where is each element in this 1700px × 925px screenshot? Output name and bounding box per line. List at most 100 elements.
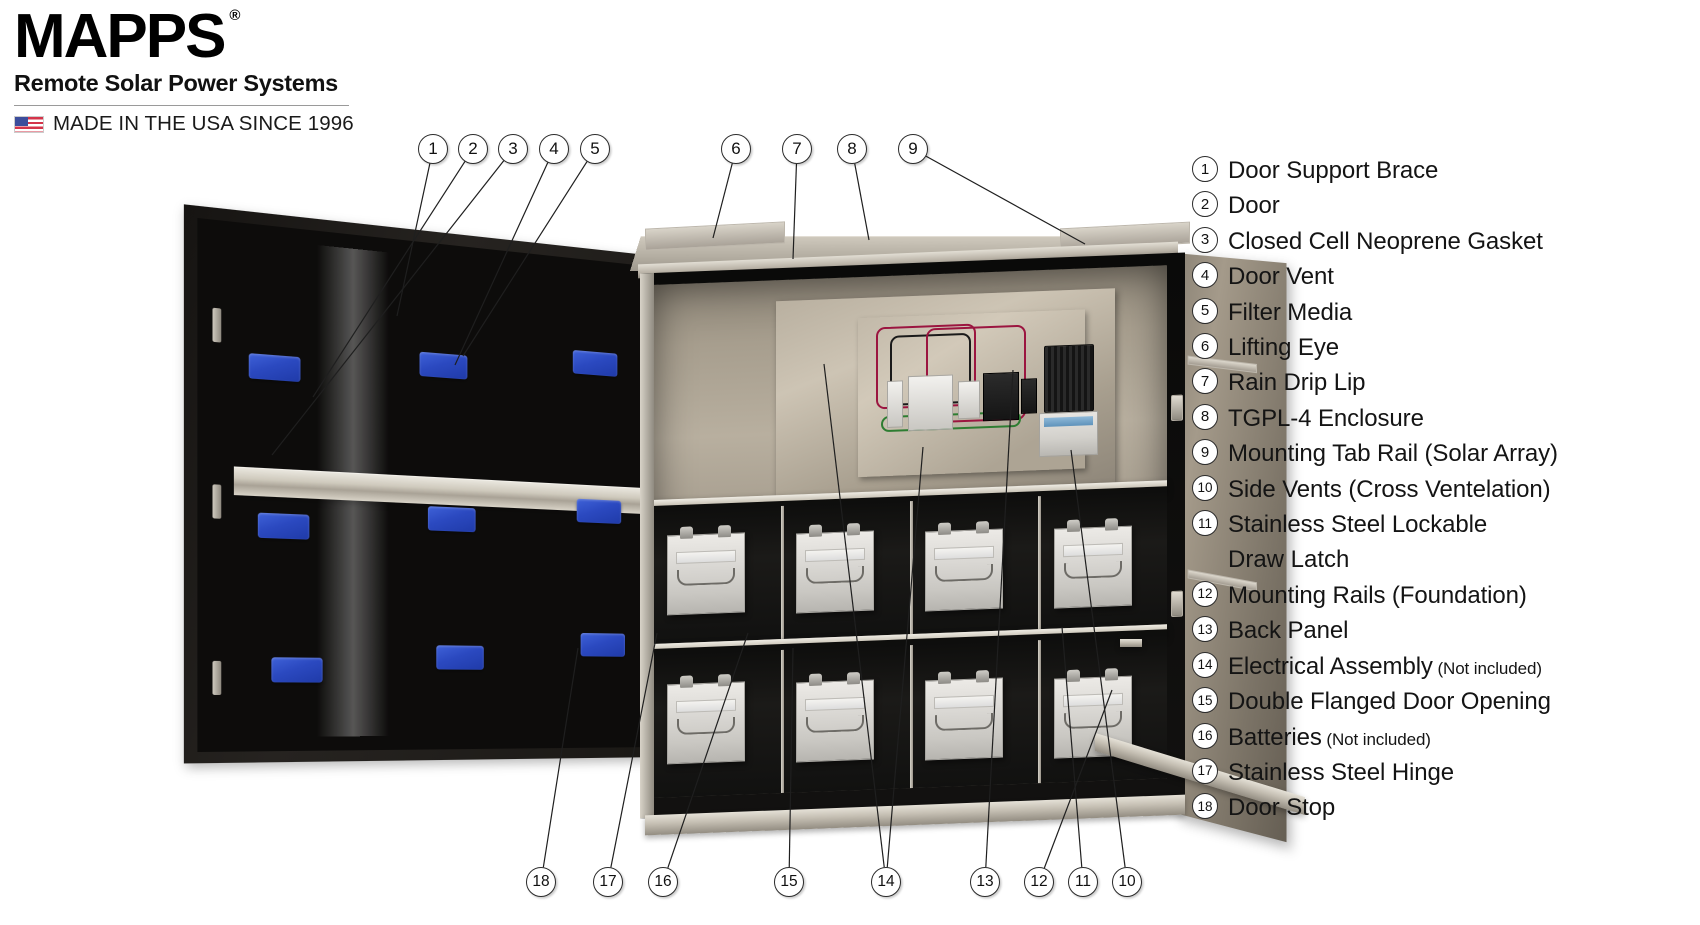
brand-name: MAPPS bbox=[14, 2, 226, 71]
legend-item-label: Door Stop bbox=[1228, 792, 1335, 824]
battery-divider bbox=[780, 506, 784, 640]
battery-terminal bbox=[680, 526, 694, 539]
legend-label-text: Closed Cell Neoprene Gasket bbox=[1228, 227, 1543, 255]
stainless-steel-hinge bbox=[212, 484, 222, 519]
callout-badge-13: 13 bbox=[970, 867, 1000, 897]
callout-badge-3: 3 bbox=[498, 134, 528, 164]
legend-item-label: Door Vent bbox=[1228, 261, 1334, 293]
battery-handle bbox=[1063, 561, 1122, 580]
legend-label-note: (Not included) bbox=[1321, 729, 1431, 749]
battery-label bbox=[805, 696, 866, 712]
battery-label bbox=[676, 549, 737, 565]
legend-item-label: Mounting Tab Rail (Solar Array) bbox=[1228, 438, 1558, 470]
legend-label-text: Filter Media bbox=[1228, 298, 1353, 326]
logo-divider bbox=[14, 105, 349, 106]
legend-item-label: Back Panel bbox=[1228, 615, 1349, 647]
battery-terminal bbox=[809, 524, 823, 537]
legend-item-label: Door Support Brace bbox=[1228, 155, 1438, 187]
legend-label-text: Door bbox=[1228, 192, 1280, 220]
legend-label-text: Mounting Rails (Foundation) bbox=[1228, 581, 1527, 609]
legend-item-label: Door bbox=[1228, 190, 1280, 222]
callout-badge-8: 8 bbox=[837, 134, 867, 164]
legend-label-text: Rain Drip Lip bbox=[1228, 369, 1366, 397]
legend-label-text: Stainless Steel Lockable bbox=[1228, 511, 1488, 539]
battery bbox=[667, 525, 746, 616]
legend-label-text: Stainless Steel Hinge bbox=[1228, 758, 1455, 786]
legend-item-label: TGPL-4 Enclosure bbox=[1228, 403, 1424, 435]
legend-number-badge: 6 bbox=[1192, 333, 1218, 360]
legend-label-text: Mounting Tab Rail (Solar Array) bbox=[1228, 440, 1558, 468]
battery-terminal bbox=[847, 522, 861, 536]
circuit-breaker-bank bbox=[907, 374, 954, 431]
legend-label-text: Door Support Brace bbox=[1228, 157, 1439, 184]
legend-item-label: Lifting Eye bbox=[1228, 332, 1339, 364]
legend-number-badge: 13 bbox=[1192, 616, 1218, 643]
charge-controller bbox=[1039, 410, 1099, 458]
battery bbox=[796, 671, 875, 763]
stainless-steel-hinge bbox=[212, 307, 222, 343]
legend-number-badge: 5 bbox=[1192, 297, 1218, 324]
brand-wordmark: MAPPS ® bbox=[14, 6, 240, 68]
legend-number-badge: 7 bbox=[1192, 368, 1218, 395]
legend-number-badge: 8 bbox=[1192, 403, 1218, 430]
legend-label-text: Double Flanged Door Opening bbox=[1228, 688, 1551, 716]
battery-terminal bbox=[1066, 669, 1080, 682]
legend-item-label: Stainless Steel Hinge bbox=[1228, 757, 1454, 789]
filter-media-pad bbox=[248, 352, 301, 382]
filter-media-pad bbox=[581, 632, 626, 657]
brand-logo: MAPPS ® Remote Solar Power Systems MADE … bbox=[14, 6, 364, 136]
callout-badge-12: 12 bbox=[1024, 867, 1054, 897]
legend-label-text: Back Panel bbox=[1228, 617, 1349, 645]
legend-item-label: Stainless Steel Lockable bbox=[1228, 509, 1487, 541]
filter-media-pad bbox=[418, 351, 467, 380]
filter-media-pad bbox=[436, 644, 484, 670]
legend-item-17: 17 Stainless Steel Hinge bbox=[1192, 757, 1692, 789]
callout-badge-10: 10 bbox=[1112, 867, 1142, 897]
callout-badge-7: 7 bbox=[782, 134, 812, 164]
filter-media-pad bbox=[271, 657, 323, 683]
battery bbox=[924, 669, 1003, 761]
legend-number-badge: 1 bbox=[1192, 156, 1218, 182]
legend-item-label: Electrical Assembly (Not included) bbox=[1228, 651, 1542, 683]
legend-label-text: TGPL-4 Enclosure bbox=[1228, 404, 1424, 432]
filter-media-pad bbox=[572, 350, 618, 378]
legend-item-label: Batteries (Not included) bbox=[1228, 722, 1431, 754]
battery-label bbox=[933, 694, 994, 710]
filter-media-pad bbox=[577, 498, 622, 524]
battery-terminal bbox=[1104, 667, 1118, 681]
battery-terminal bbox=[937, 671, 951, 684]
battery-terminal bbox=[809, 673, 823, 686]
battery-handle bbox=[934, 563, 993, 582]
callout-badge-6: 6 bbox=[721, 134, 751, 164]
battery-terminal bbox=[847, 671, 861, 685]
battery-label bbox=[1062, 543, 1123, 558]
terminal-block bbox=[957, 380, 981, 420]
battery-terminal bbox=[718, 673, 732, 687]
stainless-steel-hinge bbox=[212, 661, 222, 696]
inverter-heatsink bbox=[1043, 344, 1094, 413]
callout-badge-9: 9 bbox=[898, 134, 928, 164]
callout-badge-17: 17 bbox=[593, 867, 623, 897]
legend-number-badge: 12 bbox=[1192, 580, 1218, 607]
electrical-assembly bbox=[858, 309, 1099, 478]
battery-terminal bbox=[975, 520, 989, 534]
battery-bay-upper bbox=[652, 485, 1167, 645]
legend-number-badge: 9 bbox=[1192, 439, 1218, 466]
battery-terminal bbox=[975, 669, 989, 683]
battery-divider bbox=[909, 645, 913, 789]
callout-badge-5: 5 bbox=[580, 134, 610, 164]
legend-item-12: 12 Mounting Rails (Foundation) bbox=[1192, 580, 1692, 612]
legend-number-badge: 17 bbox=[1192, 757, 1218, 784]
battery-label bbox=[805, 547, 866, 562]
battery-handle bbox=[806, 565, 865, 584]
legend-item-label: Rain Drip Lip bbox=[1228, 367, 1366, 399]
registered-mark: ® bbox=[229, 7, 241, 24]
callout-badge-18: 18 bbox=[526, 867, 556, 897]
legend-item-5: 5 Filter Media bbox=[1192, 297, 1692, 329]
